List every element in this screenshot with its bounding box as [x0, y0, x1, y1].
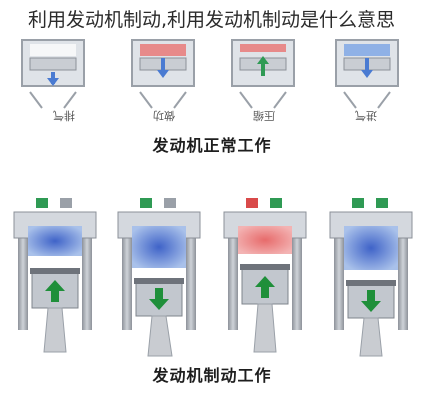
top-diagram-caption: 发动机正常工作: [152, 136, 272, 155]
up-arrow-icon: [45, 280, 65, 302]
top-cylinder-3: [231, 39, 295, 109]
bottom-cylinder-2: [117, 198, 201, 357]
question-title: 利用发动机制动,利用发动机制动是什么意思: [28, 6, 420, 34]
top-cylinder-1: [21, 39, 85, 109]
stroke-label-2: 做功: [153, 109, 175, 123]
stroke-label-4: 进气: [355, 109, 377, 123]
bottom-diagram-caption: 发动机制动工作: [152, 366, 272, 385]
top-cylinder-4: [335, 39, 399, 109]
bottom-cylinder-4: [329, 198, 413, 357]
down-arrow-icon: [149, 288, 169, 310]
bottom-cylinder-3: [223, 198, 307, 353]
up-arrow-icon: [255, 276, 275, 298]
stroke-label-3: 压缩: [253, 109, 275, 122]
stroke-label-1: 排气: [53, 109, 75, 123]
top-cylinder-2: [131, 39, 195, 109]
question-text: 利用发动机制动,利用发动机制动是什么意思: [28, 9, 396, 31]
down-arrow-icon: [361, 290, 381, 312]
bottom-cylinder-1: [13, 198, 97, 353]
stroke-labels: 排气 做功 压缩 进气: [53, 109, 377, 123]
